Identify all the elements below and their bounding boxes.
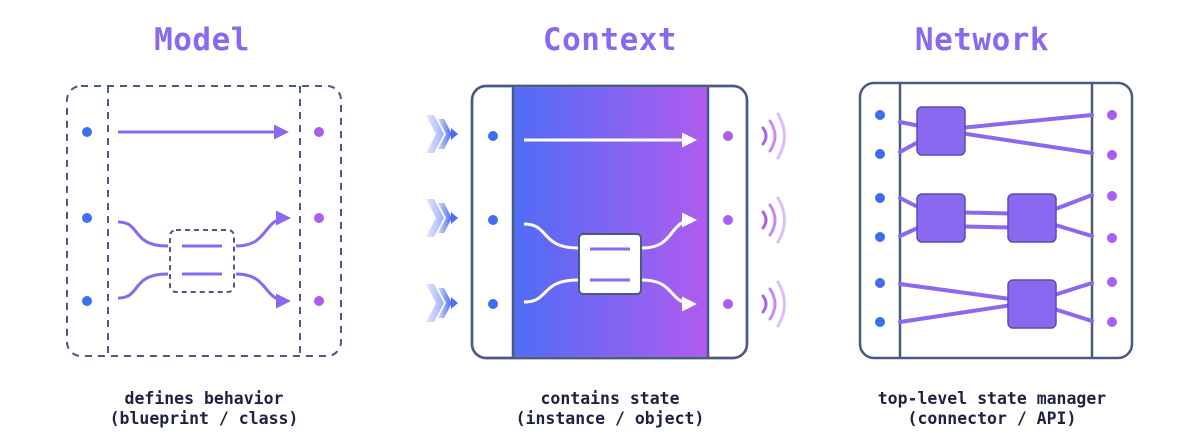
model-title: Model (154, 22, 250, 58)
network-node (916, 193, 966, 243)
context-output-port (723, 215, 733, 225)
network-input-port (875, 278, 885, 288)
network-caption: top-level state manager (connector / API… (812, 389, 1172, 429)
model-caption-line1: defines behavior (124, 389, 284, 408)
context-out-curve-bottom (641, 278, 697, 312)
network-input-port (875, 149, 885, 159)
network-input-port (875, 317, 885, 327)
model-output-port (314, 213, 324, 223)
model-out-curve-bottom (235, 272, 291, 309)
context-input-signal (426, 284, 458, 322)
network-diagram (858, 81, 1134, 360)
context-in-curve-top (523, 222, 579, 250)
model-diagram (66, 85, 342, 357)
model-caption: defines behavior (blueprint / class) (24, 389, 384, 429)
network-input-port (875, 193, 885, 203)
context-input-port (488, 299, 498, 309)
model-node (169, 229, 235, 293)
context-gradient-body (513, 87, 708, 357)
context-in-curve-bottom (523, 278, 579, 304)
model-in-curve-bottom (117, 272, 169, 300)
context-output-signal (761, 112, 786, 160)
network-output-port (1107, 110, 1117, 120)
network-input-port (875, 232, 885, 242)
context-caption-line1: contains state (540, 389, 680, 408)
context-out-curve-top (641, 212, 697, 250)
context-input-port (488, 131, 498, 141)
network-output-port (1107, 191, 1117, 201)
network-output-port (1107, 277, 1117, 287)
model-input-port (82, 296, 92, 306)
model-caption-line2: (blueprint / class) (109, 409, 299, 428)
context-output-port (723, 131, 733, 141)
network-node (916, 106, 966, 156)
network-caption-line1: top-level state manager (877, 389, 1107, 408)
context-node (578, 233, 642, 295)
network-node (1007, 279, 1057, 329)
model-input-port (82, 127, 92, 137)
context-caption: contains state (instance / object) (430, 389, 790, 429)
network-output-port (1107, 233, 1117, 243)
context-output-port (723, 299, 733, 309)
network-output-port (1107, 317, 1117, 327)
context-diagram (426, 84, 786, 360)
context-input-port (488, 215, 498, 225)
model-input-port (82, 213, 92, 223)
model-output-port (314, 296, 324, 306)
context-output-signal (761, 196, 786, 244)
context-title: Context (542, 22, 678, 58)
model-output-port (314, 127, 324, 137)
network-caption-line2: (connector / API) (907, 409, 1077, 428)
network-title: Network (914, 22, 1050, 58)
network-output-port (1107, 150, 1117, 160)
context-input-signal (426, 199, 458, 237)
context-output-signal (761, 280, 786, 328)
model-outer-frame (66, 85, 342, 357)
network-node (1007, 193, 1057, 243)
network-input-port (875, 110, 885, 120)
context-input-signal (426, 115, 458, 153)
model-out-curve-top (235, 210, 291, 248)
context-caption-line2: (instance / object) (515, 409, 705, 428)
model-in-curve-top (117, 220, 169, 248)
